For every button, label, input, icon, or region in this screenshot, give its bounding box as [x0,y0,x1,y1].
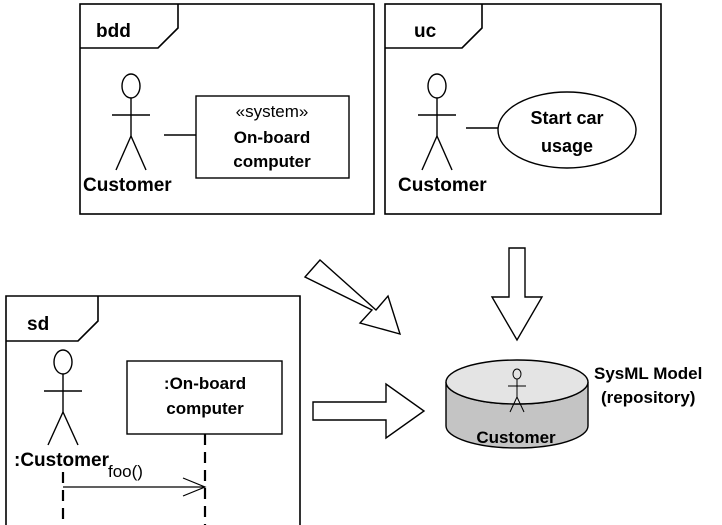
sd-lifeline2-label-line1: :On-board [164,374,246,393]
bdd-system-block [195,95,350,179]
repository-element-label: Customer [476,428,556,447]
sd-frame-tag: sd [27,314,49,335]
bdd-block-name-line2: computer [233,152,311,171]
uc-actor-label: Customer [398,175,487,196]
actor-leg-left [115,135,132,171]
bdd-frame-tab [80,4,179,49]
repository-actor [508,368,526,413]
uc-actor [418,73,456,171]
uc-usecase-line2: usage [541,136,593,156]
uc-frame-tag: uc [414,21,437,42]
actor-leg-left [47,411,64,446]
actor-leg-right [62,411,79,446]
actor-leg-right [516,396,525,413]
bdd-frame: bdd Customer «system» On-board computer [79,3,375,215]
bdd-actor [112,73,150,171]
bdd-frame-tag: bdd [96,21,131,42]
bdd-block-name-line1: On-board [234,128,311,147]
sd-message-arrowhead [182,477,207,497]
uc-usecase-oval [497,91,637,169]
sd-lifeline2-box [126,360,283,435]
bdd-block-stereotype: «system» [236,102,309,121]
uc-frame: uc Customer Start car usage [384,3,662,215]
down-arrow [490,247,544,342]
actor-leg-right [436,135,453,171]
bdd-actor-label: Customer [83,175,172,196]
uc-usecase-line1: Start car [530,108,603,128]
repository-title-line2: (repository) [601,388,695,407]
diagonal-arrow [303,259,402,336]
sd-message-label: foo() [108,462,143,481]
actor-leg-left [421,135,438,171]
sd-lifeline1-label: :Customer [14,450,110,471]
repository-title-line1: SysML Model [594,364,702,383]
repository-cylinder: Customer [445,359,589,449]
sd-frame: sd :Customer :On-board computer foo() [5,295,301,525]
actor-leg-right [130,135,147,171]
sd-frame-tab [6,296,99,342]
uc-frame-tab [385,4,483,49]
actor-leg-left [509,396,518,413]
right-arrow [312,382,426,440]
sd-lifeline2-label-line2: computer [166,399,244,418]
sd-actor [44,349,82,446]
